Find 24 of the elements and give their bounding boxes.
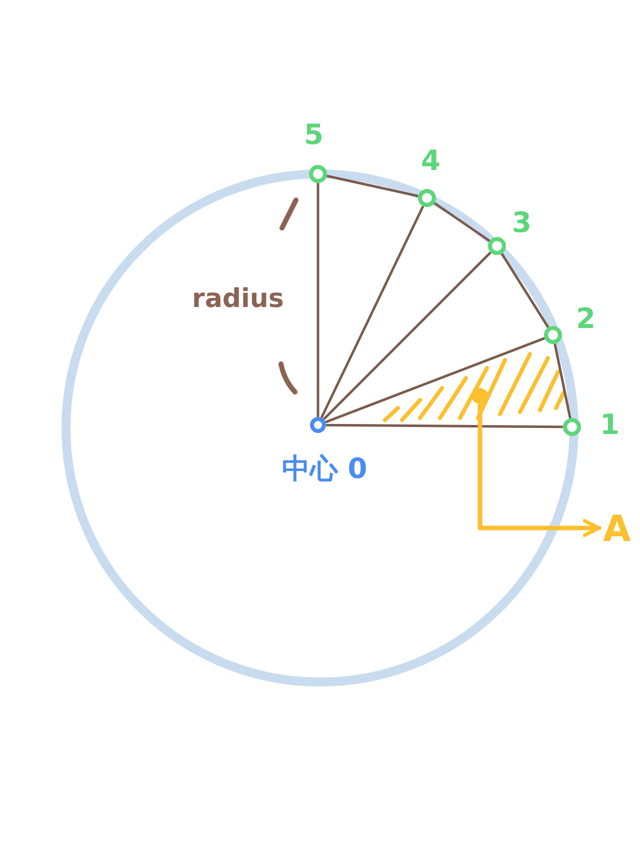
arrow (478, 402, 602, 537)
point-label: 1 (600, 408, 620, 441)
line (326, 424, 564, 428)
point-label: 5 (304, 118, 324, 151)
point-marker (563, 418, 581, 436)
line (326, 174, 418, 198)
line (325, 337, 545, 424)
line (554, 344, 572, 418)
point-label: 4 (421, 144, 440, 177)
point-label: 3 (512, 206, 532, 239)
point-marker (309, 165, 327, 183)
point-label: A (603, 508, 637, 552)
point-dot (472, 388, 488, 404)
point-marker (310, 417, 326, 433)
line (434, 202, 490, 242)
line (501, 253, 549, 328)
radius-label: radius (192, 284, 284, 314)
point-marker (418, 189, 436, 207)
point-label: 中心 0 (282, 451, 368, 487)
line (320, 206, 424, 418)
point-label: 2 (576, 302, 596, 335)
point-marker (544, 326, 562, 344)
line (323, 252, 492, 420)
line (316, 182, 320, 418)
